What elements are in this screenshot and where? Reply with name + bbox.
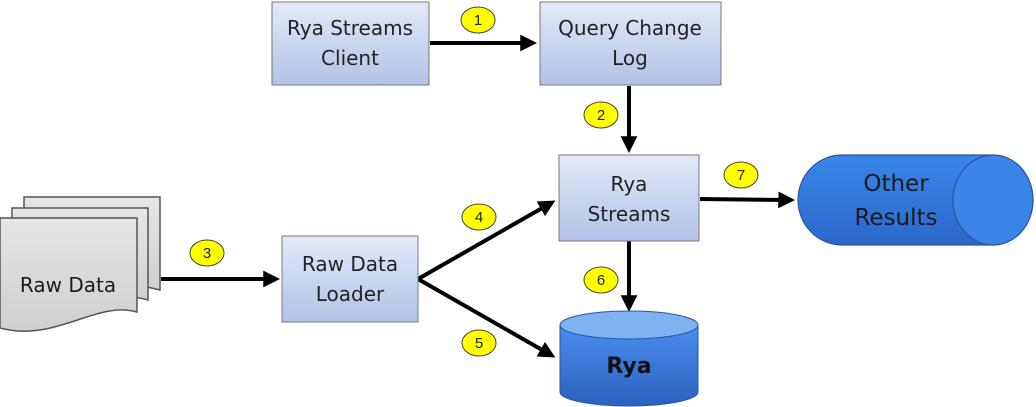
step-badge-7: 7 (723, 161, 759, 189)
rya-streams-client-box: Rya Streams Client (271, 1, 430, 86)
raw-data-loader-label-2: Loader (316, 282, 385, 306)
other-results-cylinder-end (952, 154, 1034, 246)
step-badge-1: 1 (460, 6, 496, 34)
other-results-label-1: Other (863, 171, 929, 197)
rya-cylinder-top (559, 310, 699, 340)
rya-streams-box: Rya Streams (558, 154, 700, 242)
rya-streams-label-2: Streams (588, 202, 671, 226)
rya-streams-client-label-1: Rya Streams (287, 16, 413, 40)
raw-data-document-front (0, 217, 138, 332)
svg-text:7: 7 (737, 167, 745, 184)
rya-label: Rya (606, 354, 651, 379)
arrow-loader-to-rya (417, 277, 556, 358)
query-change-log-label-1: Query Change (558, 16, 702, 40)
rya-database-cylinder: Rya (559, 310, 699, 407)
query-change-log-label-2: Log (612, 46, 648, 70)
svg-text:6: 6 (597, 272, 605, 289)
step-badge-2: 2 (583, 101, 619, 129)
other-results-cylinder: Other Results (797, 154, 1034, 246)
query-change-log-box: Query Change Log (539, 1, 722, 86)
step-badge-3: 3 (189, 239, 225, 267)
raw-data-label: Raw Data (20, 273, 116, 297)
raw-data-loader-box: Raw Data Loader (281, 235, 419, 323)
svg-text:1: 1 (474, 12, 482, 29)
step-badge-5: 5 (461, 329, 497, 357)
svg-text:2: 2 (597, 107, 605, 124)
arrow-streams-to-other-results (699, 191, 796, 209)
step-badge-4: 4 (461, 203, 497, 231)
svg-text:4: 4 (475, 209, 483, 226)
arrow-loader-to-streams (417, 200, 556, 281)
rya-streams-client-label-2: Client (321, 46, 379, 70)
rya-streams-label-1: Rya (611, 172, 648, 196)
raw-data-loader-label-1: Raw Data (302, 252, 398, 276)
step-badge-6: 6 (583, 266, 619, 294)
svg-text:5: 5 (475, 335, 483, 352)
svg-text:3: 3 (203, 245, 211, 262)
other-results-label-2: Results (854, 205, 937, 231)
raw-data-documents: Raw Data (0, 196, 161, 332)
